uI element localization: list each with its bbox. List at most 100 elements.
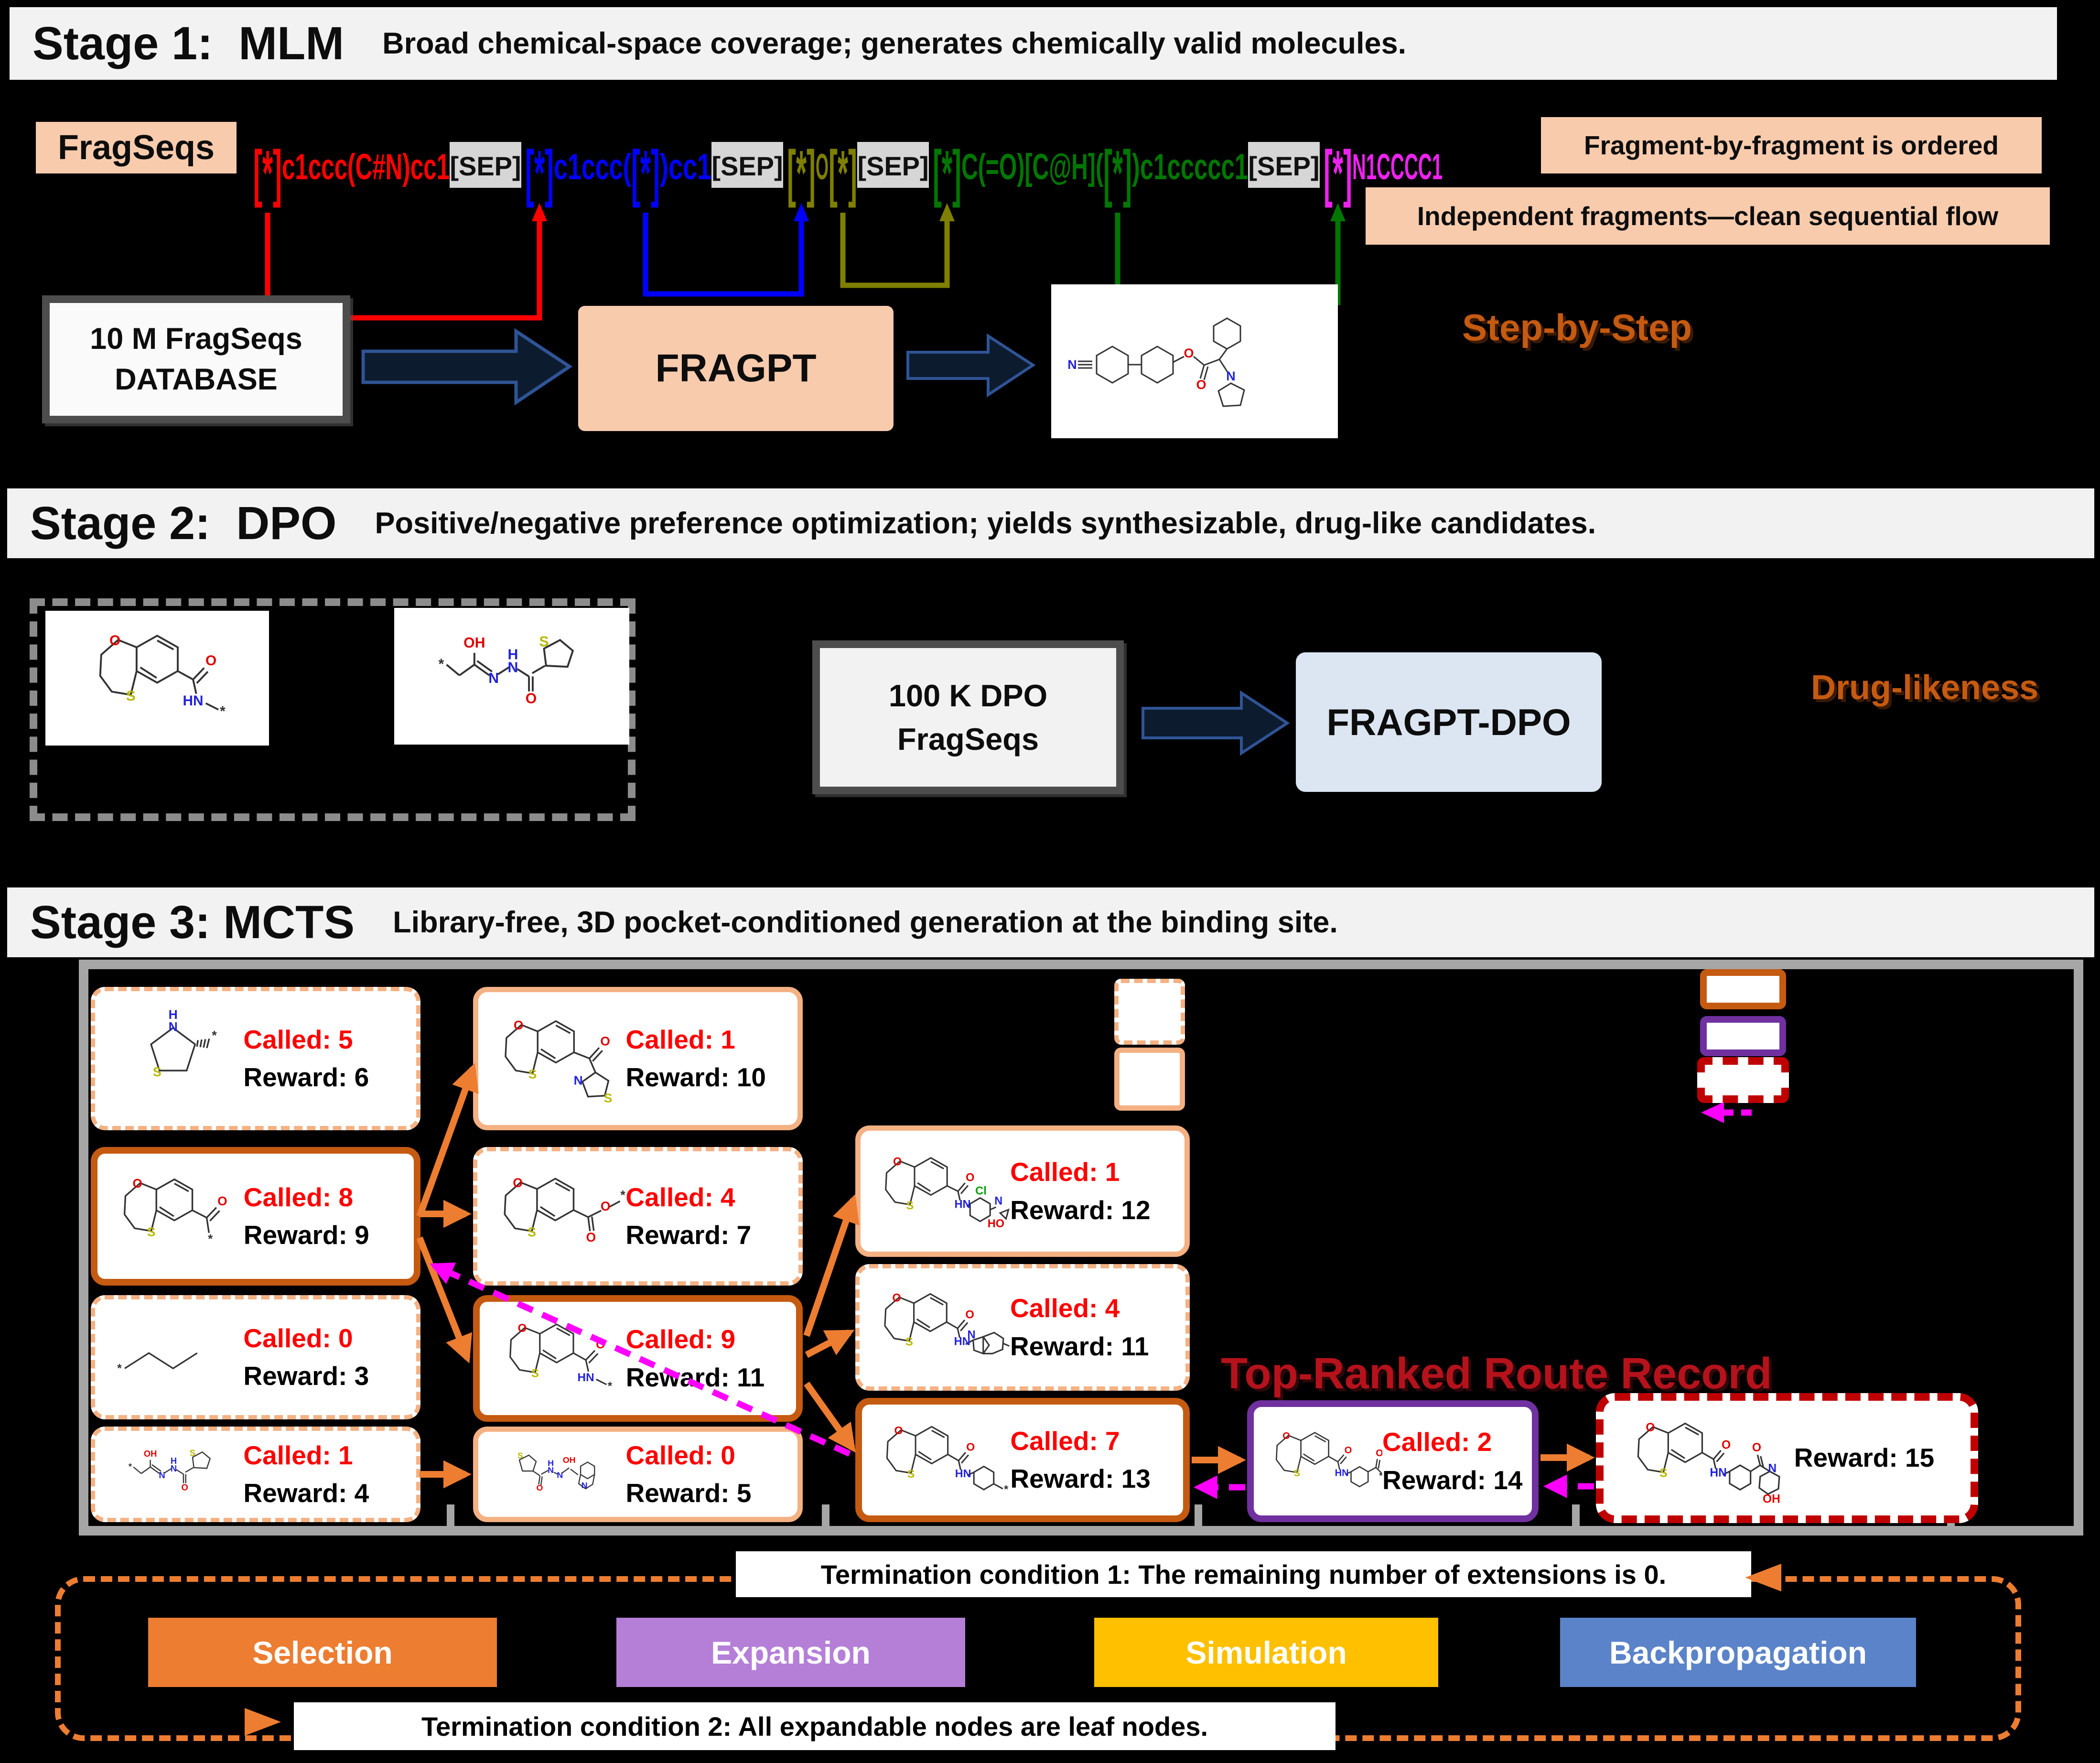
svg-text:O: O <box>217 1194 227 1208</box>
svg-text:*: * <box>117 1362 122 1375</box>
fragpt-dpo-box: FRAGPT-DPO <box>1296 652 1602 792</box>
svg-text:HN: HN <box>954 1335 970 1348</box>
step-by-step-label: Step-by-Step <box>1462 306 1692 348</box>
termination-condition-1: Termination condition 1: The remaining n… <box>736 1551 1751 1597</box>
svg-text:S: S <box>517 1451 523 1460</box>
svg-text:O: O <box>182 1482 188 1493</box>
svg-text:O: O <box>1196 378 1206 392</box>
svg-text:H: H <box>548 1459 554 1468</box>
svg-text:O: O <box>1752 1441 1761 1454</box>
svg-text:S: S <box>539 634 549 649</box>
stage3-title: Stage 3: MCTS <box>30 896 355 948</box>
molecule-thiophene-hydrazone-fragment: * OH N H N O S <box>129 1448 211 1493</box>
svg-text:N: N <box>169 1020 178 1034</box>
stage2-header: Stage 2: DPO Positive/negative preferenc… <box>7 488 2094 558</box>
molecule-dpo-negative: * OH N H N O S <box>438 634 574 706</box>
tree-frame-left <box>79 960 88 1536</box>
tree-frame-right <box>2074 960 2083 1536</box>
svg-text:N: N <box>488 670 499 686</box>
svg-text:[SEP]: [SEP] <box>1248 151 1319 181</box>
stage1-title: Stage 1: MLM <box>32 17 345 69</box>
svg-text:N1CCCC1: N1CCCC1 <box>1352 147 1443 187</box>
mcts-node-f: O O * Called: 4 Reward: 7 <box>473 1147 803 1286</box>
dpo-fragseqs-box: 100 K DPO FragSeqs <box>812 640 1124 794</box>
fragpt-box: FRAGPT <box>578 306 894 431</box>
svg-text:c1ccc(: c1ccc( <box>554 147 631 187</box>
svg-text:O: O <box>1722 1439 1731 1451</box>
svg-text:OH: OH <box>463 635 485 651</box>
svg-text:*: * <box>208 1232 213 1246</box>
svg-text:*: * <box>220 704 226 720</box>
svg-text:O: O <box>965 1309 974 1321</box>
svg-text:*: * <box>1004 1483 1009 1495</box>
legend-best-node <box>1700 1016 1786 1056</box>
svg-text:N: N <box>994 1194 1002 1207</box>
svg-text:HN: HN <box>1710 1466 1727 1479</box>
axis-tick <box>822 1504 829 1526</box>
legend-backprop-arrow <box>1701 1102 1756 1123</box>
stage3-subtitle: Library-free, 3D pocket-conditioned gene… <box>393 906 1338 939</box>
svg-text:O: O <box>1376 1448 1382 1459</box>
mcts-node-c: * Called: 0 Reward: 3 <box>91 1295 420 1419</box>
molecule-chloroanilide-cyclopropyl: O HN Cl N HO <box>885 1154 1010 1230</box>
svg-text:C(=O)[C@H](: C(=O)[C@H]( <box>961 147 1103 187</box>
molecule-amide-tolyl: O HN * <box>886 1423 1009 1495</box>
legend-expanded-node <box>1114 1048 1185 1111</box>
molecule-amide-acetylphenyl: O HN O * <box>1275 1430 1382 1488</box>
tree-frame-top <box>79 960 2083 969</box>
molecule-propyl-fragment: * <box>117 1352 198 1375</box>
note-independent: Independent fragments—clean sequential f… <box>1366 187 2050 245</box>
fragseqs-label: FragSeqs <box>36 122 237 173</box>
svg-text:N: N <box>159 1470 165 1480</box>
mcts-node-g: * Called: 9 Reward: 11 <box>473 1295 803 1422</box>
svg-text:)cc1: )cc1 <box>660 147 711 187</box>
svg-text:N: N <box>171 1464 177 1474</box>
svg-text:OH: OH <box>144 1449 157 1459</box>
svg-text:[*]: [*] <box>787 138 816 208</box>
svg-text:HO: HO <box>988 1217 1004 1230</box>
svg-text:O: O <box>1184 346 1194 360</box>
svg-text:HN: HN <box>955 1467 971 1480</box>
tree-frame-bottom <box>79 1526 2083 1536</box>
mcts-node-d: * OH N H N O S Called: 1 Reward: 4 <box>91 1427 420 1522</box>
svg-text:[*]: [*] <box>829 138 857 208</box>
svg-text:HN: HN <box>1335 1468 1349 1479</box>
svg-text:*: * <box>620 1188 625 1202</box>
molecule-thiazolidine-fragment: H N S * <box>150 1008 217 1079</box>
termination-condition-2: Termination condition 2: All expandable … <box>294 1702 1335 1750</box>
svg-text:O: O <box>966 1171 974 1184</box>
svg-text:[*]: [*] <box>253 138 282 208</box>
mcts-node-a: H N S * Called: 5 Reward: 6 <box>91 987 420 1130</box>
phase-expansion: Expansion <box>616 1618 965 1687</box>
svg-text:N: N <box>582 1481 588 1490</box>
phase-selection: Selection <box>148 1618 497 1687</box>
legend-unvisited-node <box>1114 979 1185 1045</box>
mcts-node-b: O * Called: 8 Reward: 9 <box>91 1147 420 1286</box>
drug-likeness-label: Drug-likeness <box>1811 669 2039 707</box>
legend-record-node <box>1697 1057 1789 1103</box>
molecule-final-record: O HN O N OH <box>1637 1420 1780 1505</box>
svg-text:[*]: [*] <box>1324 138 1352 208</box>
dpo-sample-group <box>30 598 635 821</box>
axis-tick <box>1195 1504 1202 1526</box>
stage3-header: Stage 3: MCTS Library-free, 3D pocket-co… <box>7 887 2094 957</box>
fragseq-database-box: 10 M FragSeqs DATABASE <box>42 295 350 423</box>
molecule-dpo-positive: * <box>99 632 226 720</box>
svg-text:N: N <box>507 660 518 675</box>
svg-text:O: O <box>966 1441 975 1453</box>
axis-tick <box>447 1504 454 1526</box>
svg-text:c1ccc(C#N)cc1: c1ccc(C#N)cc1 <box>282 147 450 187</box>
svg-text:H: H <box>171 1456 177 1466</box>
stage1-subtitle: Broad chemical-space coverage; generates… <box>382 27 1407 60</box>
svg-text:[*]: [*] <box>1103 138 1132 208</box>
stage2-subtitle: Positive/negative preference optimizatio… <box>375 507 1596 540</box>
svg-text:[*]: [*] <box>525 138 554 208</box>
svg-text:*: * <box>129 1461 132 1471</box>
mcts-node-e: O N S Called: 1 Reward: 10 <box>473 987 803 1130</box>
svg-text:O: O <box>1345 1445 1352 1456</box>
svg-text:HN: HN <box>954 1198 970 1210</box>
svg-text:N: N <box>968 1329 976 1341</box>
top-ranked-label: Top-Ranked Route Record <box>1221 1349 1772 1398</box>
svg-text:O: O <box>816 147 829 187</box>
